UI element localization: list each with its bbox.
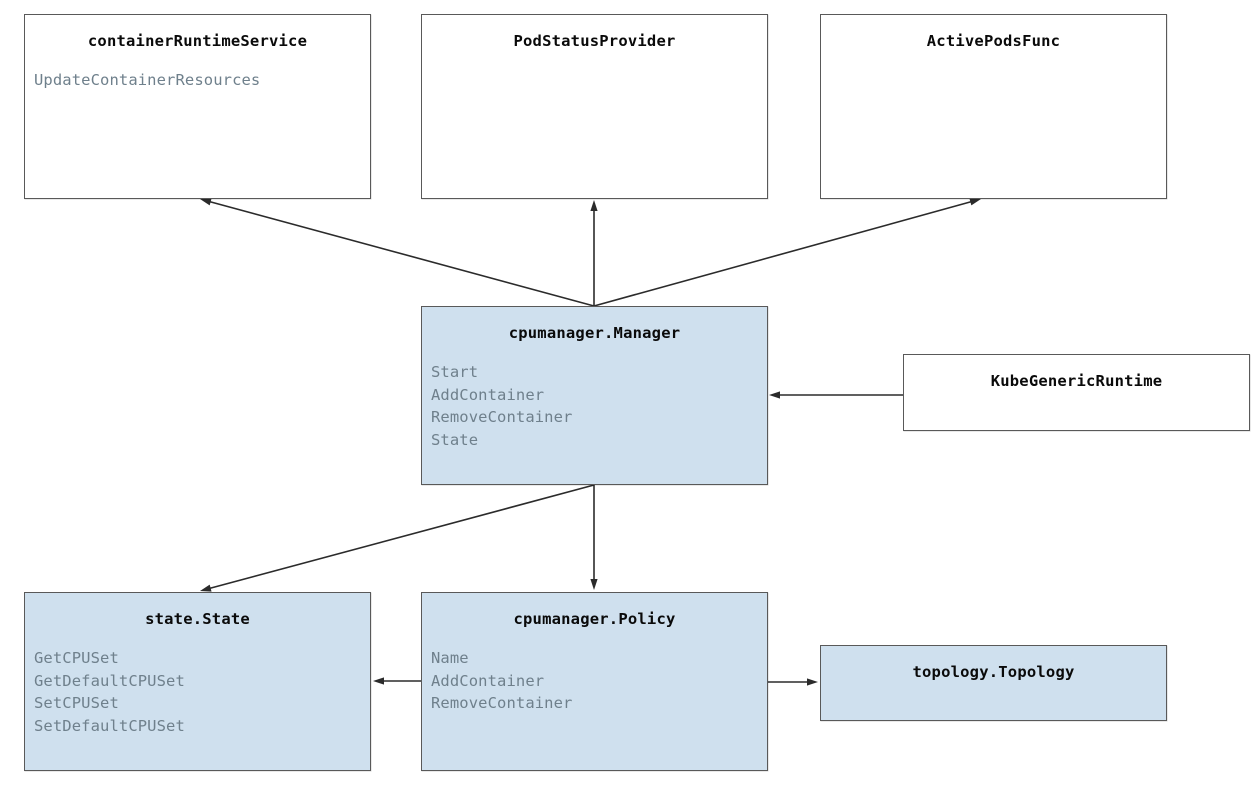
class-member: State (431, 430, 479, 449)
edge-line (208, 484, 595, 590)
class-member: AddContainer (431, 385, 545, 404)
edge-arrowhead (590, 200, 598, 211)
class-title-cpumanagerManager: cpumanager.Manager (508, 324, 681, 342)
class-box-podStatusProvider[interactable]: PodStatusProvider (421, 14, 768, 199)
class-title-podStatusProvider: PodStatusProvider (513, 32, 676, 50)
class-member: RemoveContainer (431, 694, 573, 712)
edge-manager-to-activePodsFunc (593, 198, 981, 307)
edge-line (593, 200, 973, 307)
class-member: AddContainer (431, 671, 545, 690)
class-title-cpumanagerPolicy: cpumanager.Policy (513, 610, 676, 628)
class-member: Start (431, 363, 479, 381)
class-title-activePodsFunc: ActivePodsFunc (926, 32, 1061, 50)
class-title-kubeGenericRuntime: KubeGenericRuntime (990, 372, 1163, 390)
edge-arrowhead (200, 198, 212, 206)
class-box-topologyTopology[interactable]: topology.Topology (820, 645, 1167, 721)
edge-policy-to-topologyTopology (768, 678, 818, 686)
edge-arrowhead (200, 584, 212, 592)
edge-manager-to-containerRuntimeService (200, 198, 595, 307)
edge-arrowhead (373, 677, 384, 685)
class-member: SetCPUSet (34, 694, 119, 712)
class-member: GetCPUSet (34, 649, 119, 667)
edge-line (208, 200, 595, 307)
edge-policy-to-stateState (373, 677, 421, 685)
class-member: UpdateContainerResources (34, 71, 261, 89)
class-member: GetDefaultCPUSet (34, 671, 185, 690)
class-title-topologyTopology: topology.Topology (912, 663, 1075, 681)
edge-arrowhead (807, 678, 818, 686)
class-member: RemoveContainer (431, 408, 573, 426)
class-members-containerRuntimeService: UpdateContainerResources (25, 69, 370, 92)
class-member: Name (431, 649, 469, 667)
edge-manager-to-podStatusProvider (590, 200, 598, 306)
edge-kubeGenericRuntime-to-manager (769, 391, 903, 399)
class-box-kubeGenericRuntime[interactable]: KubeGenericRuntime (903, 354, 1250, 431)
class-title-containerRuntimeService: containerRuntimeService (87, 32, 308, 50)
class-box-activePodsFunc[interactable]: ActivePodsFunc (820, 14, 1167, 199)
edge-manager-to-stateState (200, 484, 595, 592)
edge-arrowhead (969, 198, 981, 206)
class-title-stateState: state.State (145, 610, 250, 628)
class-member: SetDefaultCPUSet (34, 716, 185, 735)
edge-arrowhead (769, 391, 780, 399)
edge-arrowhead (590, 579, 598, 590)
edge-manager-to-policy (590, 485, 598, 590)
